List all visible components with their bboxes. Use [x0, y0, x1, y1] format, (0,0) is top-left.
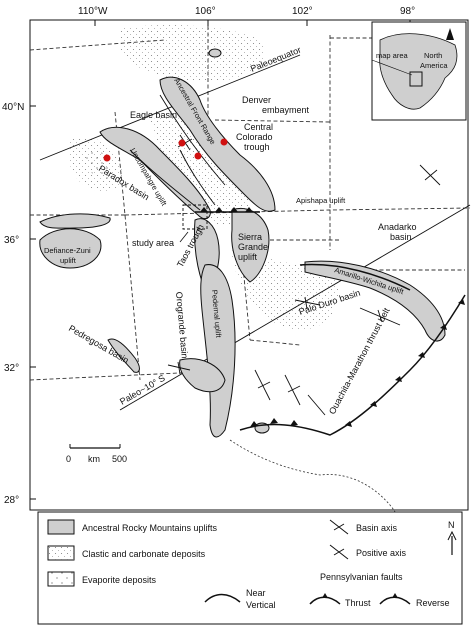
latitude-labels: 40°N 36° 32° 28°	[2, 102, 24, 506]
scale-bar: 0 km 500	[66, 444, 127, 464]
inset-map-area-box	[409, 71, 423, 87]
latitude-28-label: 28°	[4, 495, 19, 506]
legend-reverse-label: Reverse	[416, 598, 450, 608]
thrust-teeth	[200, 207, 465, 427]
defiance-zuni-uplift	[39, 228, 102, 269]
pedernal-uplift	[200, 264, 236, 438]
apishapa-uplift-label: Apishapa uplift	[296, 196, 346, 205]
legend-positive-axis-label: Positive axis	[356, 548, 407, 558]
study-area-box	[182, 204, 208, 230]
legend-clastic-label: Clastic and carbonate deposits	[82, 549, 206, 559]
sample-site-1	[103, 154, 111, 162]
amarillo-wichita-uplift	[304, 260, 446, 342]
longitude-labels: 110°W 106° 102° 98°	[78, 6, 415, 17]
southwest-uplift	[39, 213, 111, 229]
denver-embayment-label-2: embayment	[262, 105, 310, 115]
orogrande-basin-label: Orogrande basin	[174, 291, 190, 359]
longitude-102-label: 102°	[292, 6, 313, 17]
sample-site-4	[220, 138, 228, 146]
paleo-10s-label: Paleo~10° S	[118, 373, 167, 407]
inset-map-area-label: map area	[376, 51, 409, 60]
southern-uplift	[179, 358, 226, 393]
scale-zero: 0	[66, 454, 71, 464]
legend-faults-title: Pennsylvanian faults	[320, 572, 403, 582]
longitude-106-label: 106°	[195, 6, 216, 17]
latitude-32-label: 32°	[4, 363, 19, 374]
pedernal-uplift-label: Pedernal uplift	[210, 289, 223, 338]
eagle-basin-label: Eagle basin	[130, 110, 177, 120]
legend-near-vertical-icon	[204, 593, 241, 603]
inset-map: map area North America	[371, 21, 467, 121]
longitude-98-label: 98°	[400, 6, 415, 17]
sample-site-2	[178, 139, 186, 147]
longitude-110-label: 110°W	[78, 6, 108, 17]
latitude-40-label: 40°N	[2, 102, 24, 113]
legend-uplift-swatch	[47, 519, 75, 535]
legend-near-vertical-label: Near	[246, 588, 266, 598]
map-frame	[29, 19, 469, 511]
inset-america-label: America	[420, 61, 448, 70]
paleo-10s-line	[119, 204, 471, 411]
legend-evaporite-label: Evaporite deposits	[82, 575, 157, 585]
legend: Ancestral Rocky Mountains uplifts Clasti…	[37, 511, 463, 625]
sample-sites	[103, 138, 228, 162]
paleoequator-line	[39, 54, 301, 161]
legend-thrust-label: Thrust	[345, 598, 371, 608]
latitude-36-label: 36°	[4, 235, 19, 246]
legend-vertical-word: Vertical	[246, 600, 276, 610]
scale-unit: km	[88, 454, 100, 464]
north-america-shape	[379, 33, 458, 110]
ouachita-marathon-label: Ouachita-Marathon thrust belt	[327, 306, 392, 416]
legend-uplifts-label: Ancestral Rocky Mountains uplifts	[82, 523, 218, 533]
inset-north-label: North	[424, 51, 442, 60]
legend-basin-axis-label: Basin axis	[356, 523, 398, 533]
study-area-label: study area	[132, 238, 174, 248]
small-uplift-north	[208, 48, 222, 58]
denver-embayment-label: Denver	[242, 95, 271, 105]
ancestral-front-range-uplift	[159, 76, 276, 212]
pedregosa-sliver	[107, 338, 140, 373]
scale-max: 500	[112, 454, 127, 464]
north-arrow-icon	[446, 28, 454, 40]
study-area-leader	[179, 231, 189, 243]
legend-north-label: N	[448, 520, 455, 530]
sample-site-3	[194, 152, 202, 160]
